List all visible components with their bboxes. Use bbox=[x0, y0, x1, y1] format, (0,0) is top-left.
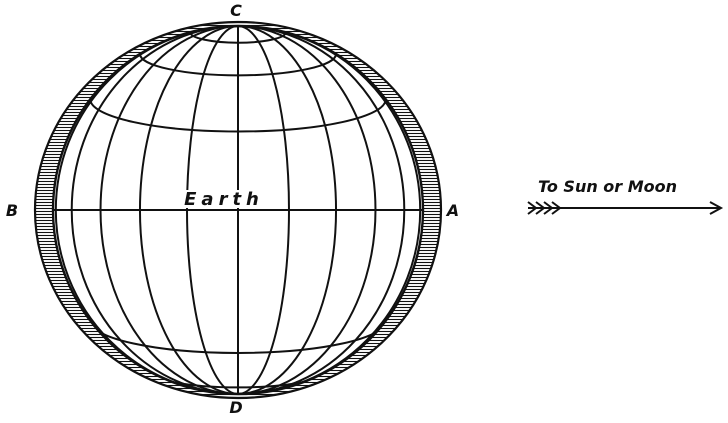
latitude-line bbox=[138, 53, 338, 77]
point-label-a: A bbox=[445, 201, 459, 220]
pole-label-d: D bbox=[229, 398, 242, 417]
arrow-label: To Sun or Moon bbox=[538, 177, 677, 196]
pole-label-c: C bbox=[230, 1, 242, 20]
direction-arrow bbox=[527, 201, 724, 215]
earth-label-bg bbox=[176, 190, 272, 208]
latitude-line bbox=[89, 99, 387, 133]
point-label-b: B bbox=[6, 201, 18, 220]
latitude-line bbox=[189, 32, 287, 44]
earth-label: Earth bbox=[184, 189, 264, 210]
latitude-line bbox=[89, 320, 387, 354]
